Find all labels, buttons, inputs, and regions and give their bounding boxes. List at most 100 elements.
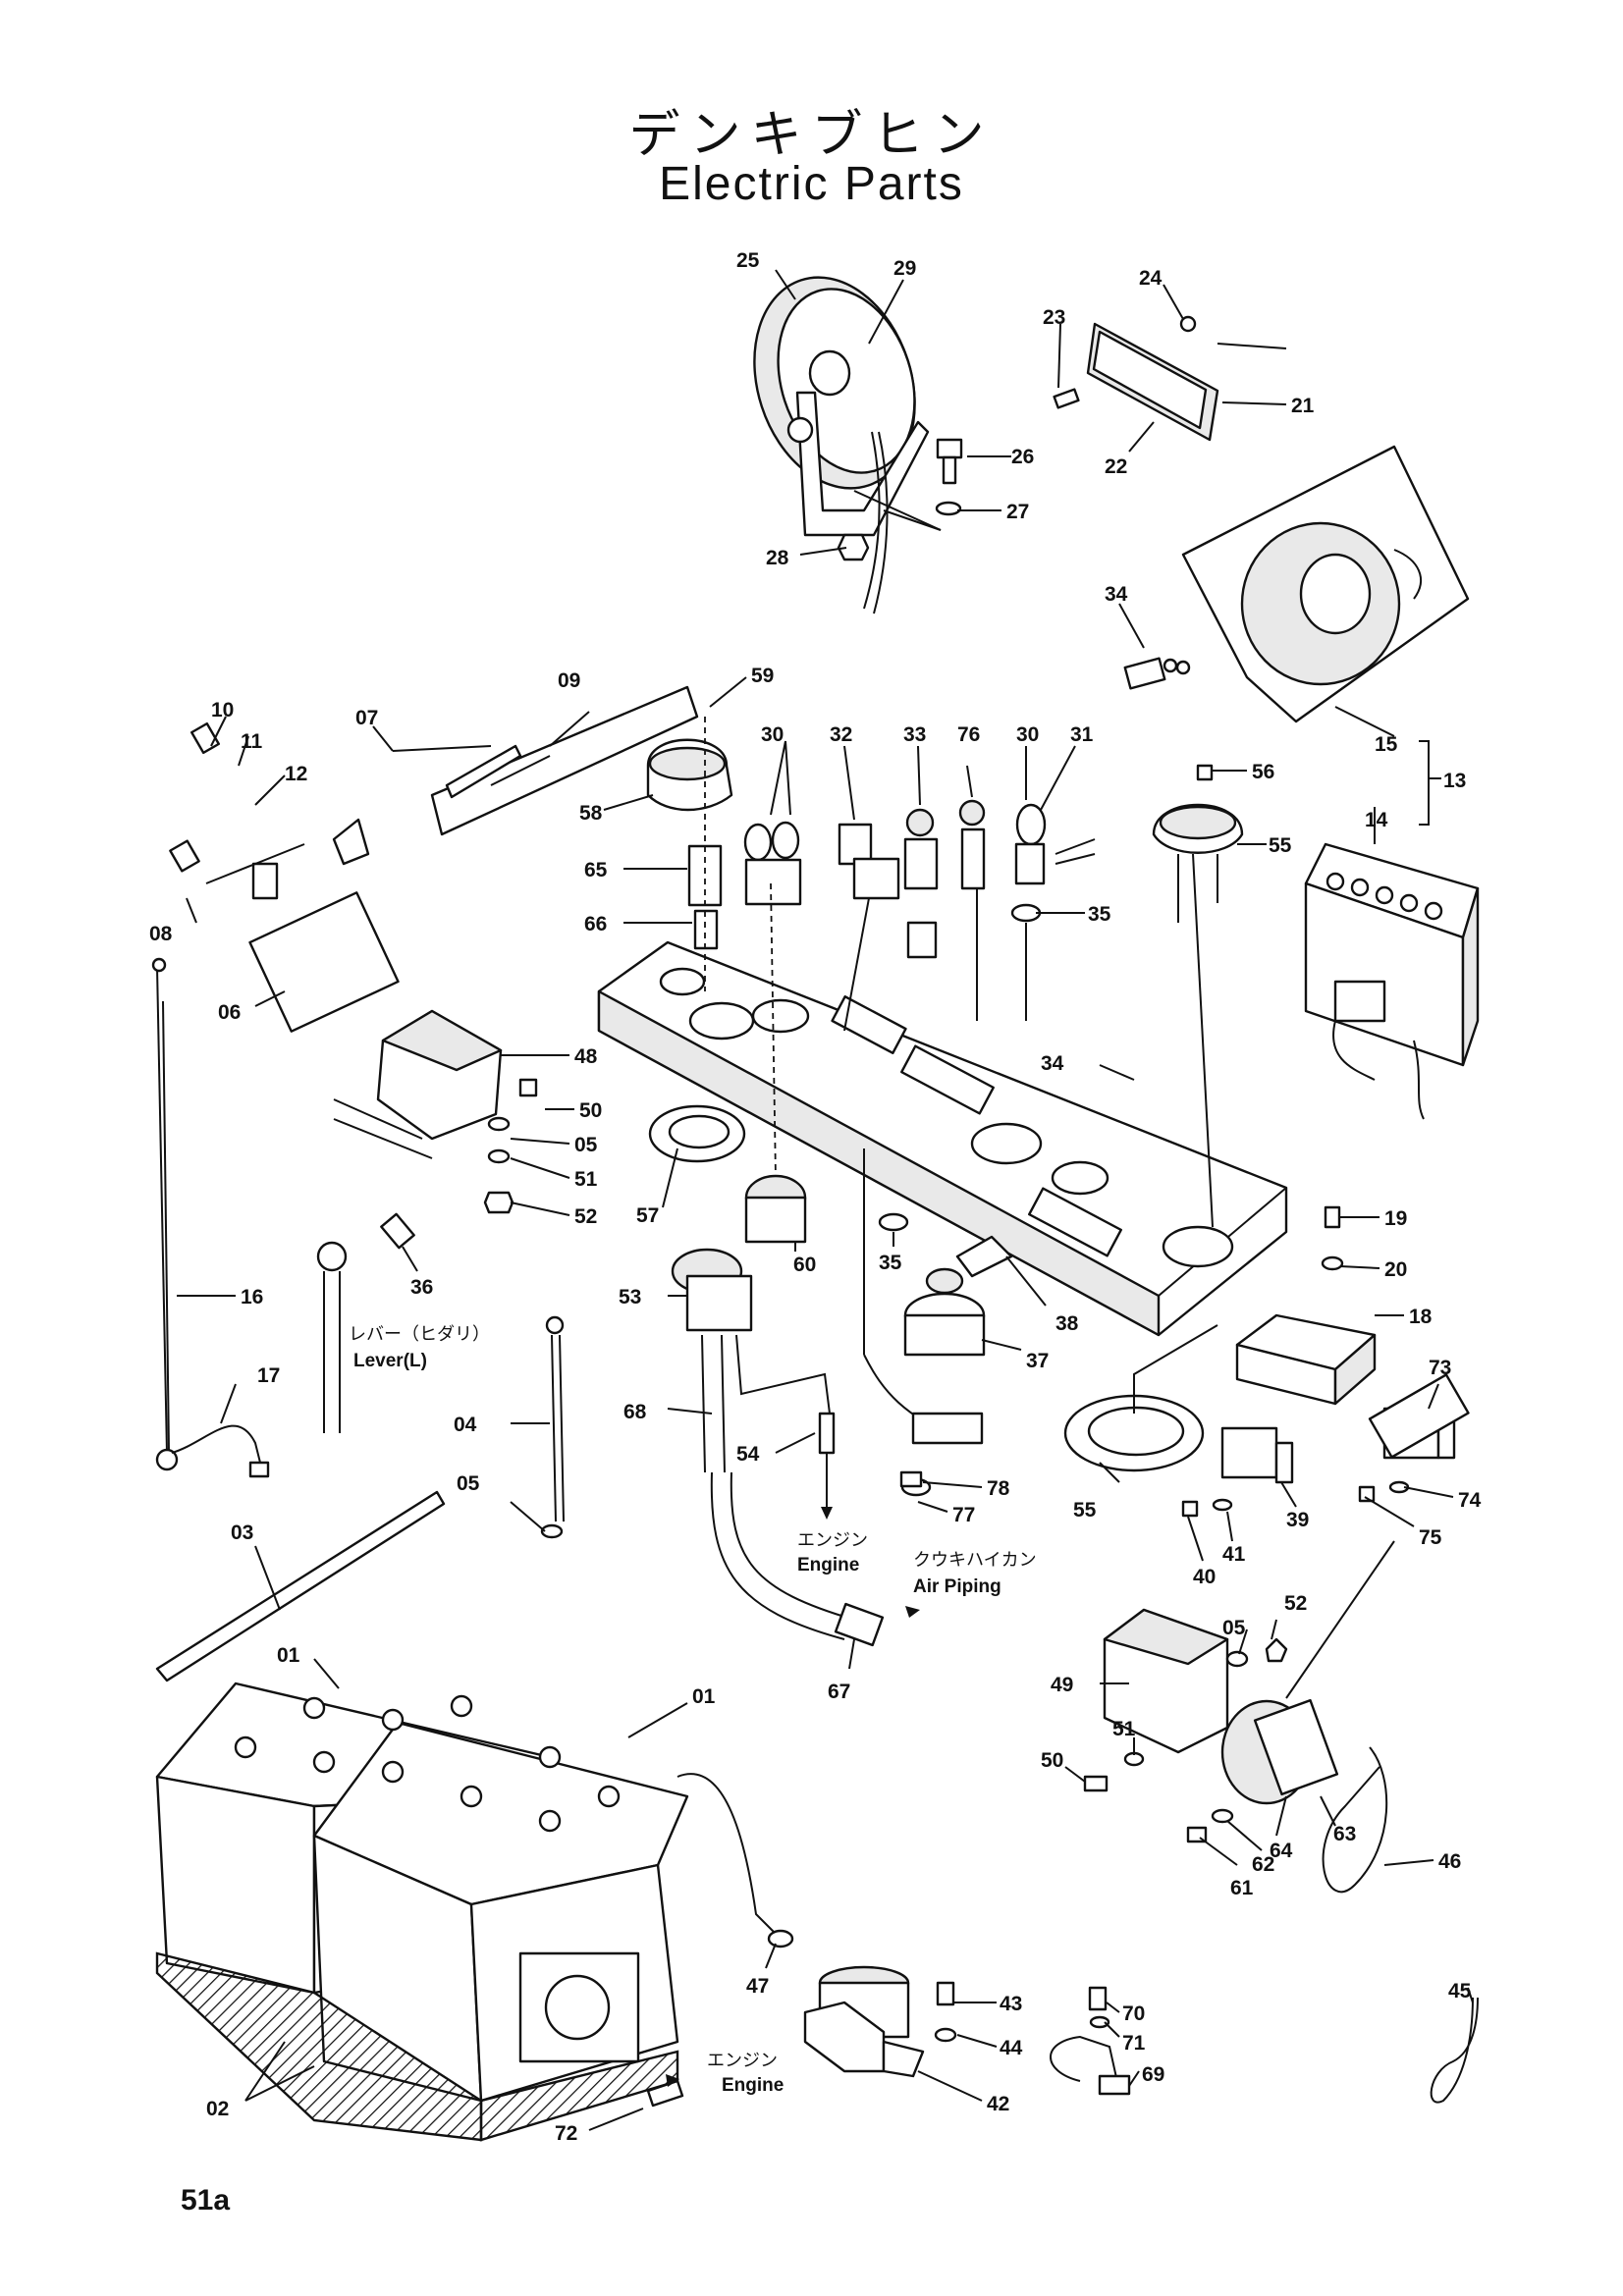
callout-55-lower: 55 xyxy=(1073,1499,1097,1522)
callout-48: 48 xyxy=(574,1045,598,1068)
arrow-down-icon xyxy=(821,1507,833,1520)
callout-44: 44 xyxy=(1000,2037,1023,2059)
engine-note-jp-2: エンジン xyxy=(707,2051,778,2071)
callout-69: 69 xyxy=(1142,2063,1164,2086)
callout-21: 21 xyxy=(1291,395,1315,417)
callout-38: 38 xyxy=(1055,1312,1079,1335)
callout-09: 09 xyxy=(558,669,580,692)
annotations: レバー（ヒダリ） Lever(L) エンジン Engine クウキハイカン Ai… xyxy=(349,1324,1037,2096)
callout-04: 04 xyxy=(454,1414,477,1436)
page-number: 51a xyxy=(181,2184,231,2216)
callout-34-panel: 34 xyxy=(1041,1052,1064,1075)
engine-note-en-2: Engine xyxy=(722,2075,784,2096)
callout-76: 76 xyxy=(957,723,980,746)
callout-56: 56 xyxy=(1252,761,1274,783)
callout-18: 18 xyxy=(1409,1306,1433,1328)
callout-61: 61 xyxy=(1230,1877,1254,1899)
air-piping-note-en: Air Piping xyxy=(913,1576,1001,1597)
callout-15: 15 xyxy=(1375,733,1398,756)
callout-07: 07 xyxy=(355,707,378,729)
lever-left xyxy=(316,1212,415,1433)
solenoid-42 xyxy=(646,1965,957,2108)
battery-rod xyxy=(540,1315,565,1539)
callout-52-top: 52 xyxy=(574,1205,597,1228)
callout-55-top: 55 xyxy=(1269,834,1292,857)
indicator-lamp-panel xyxy=(1053,315,1287,442)
callout-29: 29 xyxy=(893,257,916,280)
rocker-switch-top xyxy=(1123,657,1191,690)
callout-59: 59 xyxy=(751,665,774,687)
callout-41: 41 xyxy=(1222,1543,1246,1566)
callout-05-lower: 05 xyxy=(1222,1617,1246,1639)
callout-01-right: 01 xyxy=(692,1685,716,1708)
horn-assembly xyxy=(1181,445,1470,723)
callout-57: 57 xyxy=(636,1204,659,1227)
callout-77: 77 xyxy=(952,1504,975,1526)
callout-17: 17 xyxy=(257,1364,280,1387)
callout-40: 40 xyxy=(1193,1566,1216,1588)
callout-58: 58 xyxy=(579,802,603,825)
alternator-63-64 xyxy=(1186,1373,1470,1894)
callout-70: 70 xyxy=(1122,2002,1145,2025)
arrow-right-icon xyxy=(905,1606,920,1618)
gauges-lower xyxy=(648,1104,885,1647)
callout-01-left: 01 xyxy=(277,1644,300,1667)
callout-47: 47 xyxy=(746,1975,769,1998)
grommet-ring-55 xyxy=(1063,1324,1218,1472)
callout-37: 37 xyxy=(1026,1350,1049,1372)
callout-labels: 25 29 24 23 21 22 26 27 28 34 15 13 14 0… xyxy=(149,249,1482,2145)
work-light-assembly xyxy=(753,276,963,614)
callout-51-lower: 51 xyxy=(1112,1718,1136,1740)
controller-box xyxy=(1304,842,1480,1120)
callout-05-rod: 05 xyxy=(457,1472,480,1495)
callout-67: 67 xyxy=(828,1681,850,1703)
callout-42: 42 xyxy=(987,2093,1009,2115)
callout-49: 49 xyxy=(1051,1674,1073,1696)
callout-64: 64 xyxy=(1270,1840,1293,1862)
callout-34-top: 34 xyxy=(1105,583,1128,606)
callout-25: 25 xyxy=(736,249,760,272)
fuse-box-18 xyxy=(1235,1205,1377,1406)
callout-06: 06 xyxy=(218,1001,241,1024)
callout-22: 22 xyxy=(1105,455,1127,478)
callout-11: 11 xyxy=(241,730,263,753)
hour-meter xyxy=(646,717,733,991)
callout-16: 16 xyxy=(241,1286,263,1308)
callout-20: 20 xyxy=(1384,1258,1407,1281)
callout-73: 73 xyxy=(1429,1357,1451,1379)
key-switch xyxy=(863,1148,1013,1497)
lever-note-en: Lever(L) xyxy=(353,1351,427,1371)
callout-53: 53 xyxy=(619,1286,641,1308)
air-piping-note-jp: クウキハイカン xyxy=(913,1550,1037,1571)
callout-39: 39 xyxy=(1286,1509,1309,1531)
callout-72: 72 xyxy=(555,2122,577,2145)
callout-78: 78 xyxy=(987,1477,1010,1500)
callout-12: 12 xyxy=(285,763,307,785)
callout-35-top: 35 xyxy=(1088,903,1111,926)
callout-74: 74 xyxy=(1458,1489,1482,1512)
callout-03: 03 xyxy=(231,1522,253,1544)
callout-71: 71 xyxy=(1122,2032,1146,2055)
callout-63: 63 xyxy=(1333,1823,1356,1845)
instrument-panel-plate xyxy=(597,940,1288,1337)
callout-36: 36 xyxy=(410,1276,433,1299)
engine-note-en-1: Engine xyxy=(797,1555,859,1575)
callout-46: 46 xyxy=(1438,1850,1461,1873)
callout-30-right: 30 xyxy=(1016,723,1039,746)
batteries xyxy=(155,1682,794,2142)
callout-24: 24 xyxy=(1139,267,1163,290)
callout-54: 54 xyxy=(736,1443,760,1466)
relay-48 xyxy=(333,1009,538,1214)
callout-52-lower: 52 xyxy=(1284,1592,1307,1615)
battery-strap xyxy=(155,1490,446,1682)
callout-05-top: 05 xyxy=(574,1134,598,1156)
wiper-assembly xyxy=(169,685,699,1033)
title-english: Electric Parts xyxy=(659,158,964,210)
arrow-right-icon xyxy=(666,2074,679,2087)
callout-65: 65 xyxy=(584,859,608,881)
callout-30-left: 30 xyxy=(761,723,784,746)
regulator-49 xyxy=(1083,1608,1288,1792)
callout-50-lower: 50 xyxy=(1041,1749,1063,1772)
